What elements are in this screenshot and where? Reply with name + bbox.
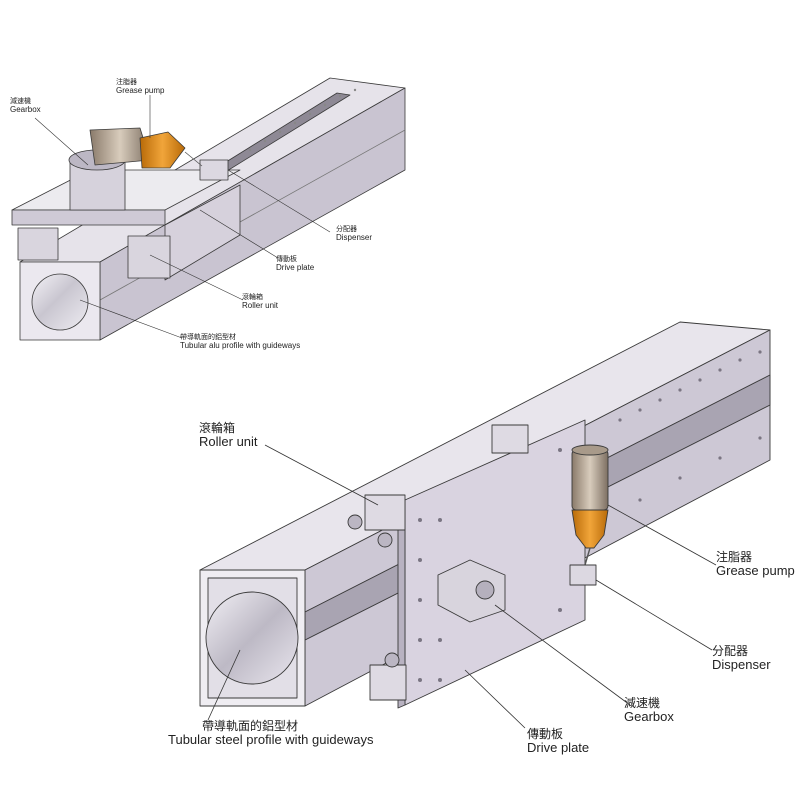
bottom-label-gearbox-en: Gearbox: [624, 709, 674, 725]
bottom-label-dispenser-zh: 分配器: [712, 644, 749, 658]
top-label-gearbox-en: Gearbox: [10, 104, 41, 114]
top-label-dispenser-en: Dispenser: [336, 232, 373, 242]
bottom-label-drive-plate-zh: 傳動板: [527, 727, 564, 741]
top-leader-roller-unit: [149, 254, 244, 301]
top-leader-drive-plate: [199, 209, 279, 259]
bottom-label-gearbox-zh: 減速機: [624, 696, 661, 710]
top-grease-line: [184, 151, 203, 167]
top-label-dispenser-zh: 分配器: [336, 226, 357, 233]
bottom-leader-dispenser: [595, 579, 713, 651]
top-leader-dispenser: [227, 169, 331, 233]
top-carriage-front: [11, 209, 166, 226]
top-label-profile: 帶導軌面的鋁型材 Tubular alu profile with guidew…: [180, 334, 300, 350]
top-label-gearbox: 減速機 Gearbox: [10, 98, 41, 114]
top-dispenser-part: [199, 159, 229, 181]
bottom-grease-can-top: [571, 444, 609, 456]
top-profile-bore: [31, 273, 89, 331]
bottom-label-gearbox: 減速機 Gearbox: [624, 696, 674, 725]
top-label-drive-plate-zh: 傳動板: [276, 256, 297, 263]
bottom-label-profile-en: Tubular steel profile with guideways: [168, 732, 374, 748]
bottom-label-profile-zh: 帶導軌面的鋁型材: [202, 719, 299, 733]
top-label-roller-unit: 滾輪箱 Roller unit: [242, 294, 278, 310]
top-roller-block-left: [17, 227, 59, 261]
top-label-drive-plate: 傳動板 Drive plate: [276, 256, 314, 272]
bottom-dispenser-part: [569, 564, 597, 586]
top-label-dispenser: 分配器 Dispenser: [336, 226, 372, 242]
bottom-leader-grease-pump: [607, 504, 717, 566]
top-label-roller-unit-zh: 滾輪箱: [242, 294, 263, 301]
top-label-roller-unit-en: Roller unit: [242, 300, 279, 310]
bottom-roller-unit-top: [364, 494, 406, 531]
bottom-roller-wheel-2: [377, 532, 393, 548]
bottom-grease-pump-part: [571, 509, 609, 549]
bottom-leader-profile: [207, 649, 241, 721]
top-label-grease-pump: 注脂器 Grease pump: [116, 79, 164, 95]
top-label-grease-pump-en: Grease pump: [116, 85, 165, 95]
bottom-leader-gearbox: [494, 604, 631, 706]
bottom-roller-unit-bottom: [369, 664, 407, 701]
bottom-label-drive-plate-en: Drive plate: [527, 740, 590, 756]
top-roller-block-right: [127, 235, 171, 279]
bottom-roller-wheel-1: [347, 514, 363, 530]
bottom-leader-drive-plate: [464, 669, 526, 729]
bottom-leader-lines: [207, 444, 717, 729]
bottom-roller-wheel-3: [384, 652, 400, 668]
bottom-plate-holes: [418, 448, 562, 682]
bottom-label-grease-pump: 注脂器 Grease pump: [716, 550, 795, 579]
top-label-grease-pump-zh: 注脂器: [116, 79, 137, 86]
bottom-roller-unit-back: [491, 424, 529, 454]
top-label-profile-zh: 帶導軌面的鋁型材: [180, 334, 236, 341]
top-leader-lines: [34, 95, 331, 339]
bottom-assembly: [199, 321, 771, 709]
bottom-grease-line: [584, 547, 591, 566]
bottom-leader-roller-unit: [264, 444, 379, 506]
bottom-label-drive-plate: 傳動板 Drive plate: [527, 727, 590, 756]
top-grease-pump-part: [139, 131, 186, 169]
bottom-grease-can: [571, 449, 609, 511]
bottom-label-roller-unit-zh: 滾輪箱: [199, 421, 236, 435]
top-label-gearbox-zh: 減速機: [10, 98, 31, 105]
bottom-label-grease-pump-en: Grease pump: [716, 563, 795, 579]
bottom-label-dispenser: 分配器 Dispenser: [712, 644, 771, 673]
bottom-profile-bore: [205, 591, 299, 685]
bottom-gearbox-shaft: [475, 580, 495, 600]
top-assembly: [11, 77, 406, 341]
top-profile-holes: [248, 88, 357, 152]
top-label-profile-en: Tubular alu profile with guideways: [180, 340, 301, 350]
top-label-drive-plate-en: Drive plate: [276, 262, 315, 272]
bottom-label-grease-pump-zh: 注脂器: [716, 550, 753, 564]
bottom-label-roller-unit-en: Roller unit: [199, 434, 258, 450]
bottom-profile-holes: [618, 350, 762, 502]
top-leader-profile: [79, 299, 183, 339]
bottom-label-roller-unit: 滾輪箱 Roller unit: [199, 421, 258, 450]
bottom-gearbox-part: [437, 559, 506, 623]
bottom-label-profile: 帶導軌面的鋁型材 Tubular steel profile with guid…: [168, 719, 374, 748]
bottom-label-dispenser-en: Dispenser: [712, 657, 771, 673]
top-leader-gearbox: [34, 117, 89, 166]
